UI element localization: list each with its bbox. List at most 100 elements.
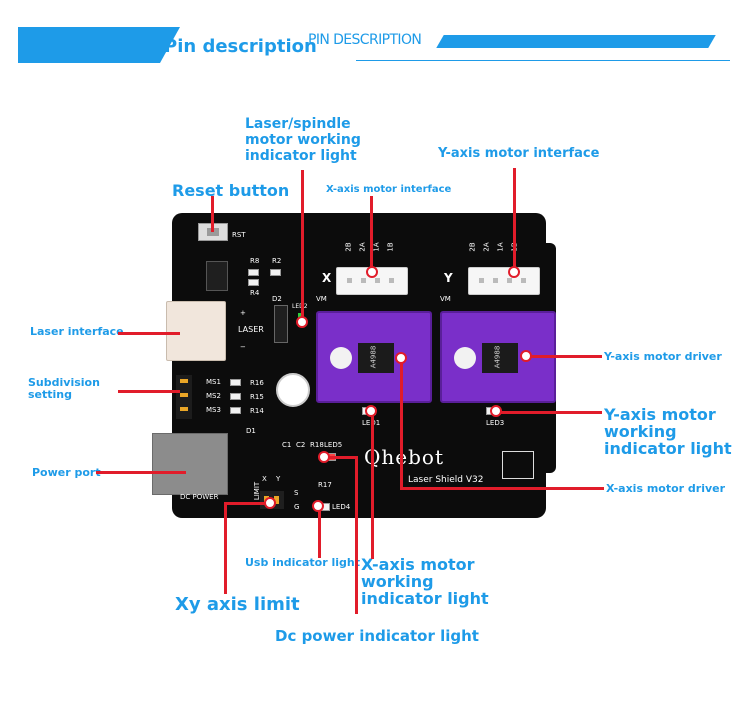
leader-laser-spindle [301,170,304,320]
silk-x: X [322,271,332,285]
silk-r17: R17 [318,481,332,489]
diode-d2 [274,305,288,343]
silk-limit-y: Y [276,475,281,483]
silk-ms3: MS3 [206,406,221,414]
page-title: Pin description [164,36,317,57]
silk-led3: LED3 [486,419,505,427]
label-x-axis-interface: X-axis motor interface [326,184,452,195]
leader-limit-v [224,502,227,594]
callout-dot [296,316,308,328]
silk-r4: R4 [250,289,260,297]
silk-y-1a: 1A [496,242,505,252]
silk-y-2a: 2A [482,242,491,252]
silk-led4: LED4 [332,503,351,511]
callout-dot [264,497,276,509]
silk-ms2: MS2 [206,392,221,400]
silk-chip-y: A4988 [493,345,502,369]
leader-power-port [96,471,186,474]
silk-c1: C1 [282,441,292,449]
silk-ms1: MS1 [206,378,221,386]
label-laser-interface: Laser interface [30,325,124,338]
leader-x-driver-v [400,358,403,490]
callout-dot [490,405,502,417]
callout-dot [508,266,520,278]
electrolytic-capacitor [276,373,310,407]
silk-r18: R18 [310,441,324,449]
silk-g: G [294,503,300,511]
silk-laser-plus: + [240,309,246,317]
resistor [230,393,241,400]
usb-icon [502,451,534,479]
silk-x-1a: 1A [372,242,381,252]
board-model: Laser Shield V32 [408,475,484,485]
callout-dot [312,500,324,512]
leader-dc-h [324,456,358,459]
leader-limit-h [224,502,272,505]
silk-s: S [294,489,299,497]
laser-shield-board: RST R8 R2 R4 + LASER − D2 LED2 MS1 MS2 M… [152,213,556,518]
leader-dc-v [355,456,358,614]
leader-x-driver-h [400,487,604,490]
leader-x-interface [370,196,373,272]
silk-laser-minus: − [240,343,246,351]
silk-x-1b: 1B [386,242,395,252]
silk-r2: R2 [272,257,282,265]
silk-r14: R14 [250,407,264,415]
leader-x-working [371,411,374,559]
label-laser-spindle: Laser/spindle motor working indicator li… [245,116,361,164]
y-motor-connector [468,267,540,295]
silk-y: Y [444,271,453,285]
label-y-axis-interface: Y-axis motor interface [438,146,600,161]
silk-d2: D2 [272,295,282,303]
laser-connector [166,301,226,361]
label-xy-limit: Xy axis limit [175,594,300,615]
callout-dot [520,350,532,362]
subdivision-jumpers [176,375,192,419]
silk-y-2b: 2B [468,242,477,252]
header-accent-bar-left [18,27,180,63]
leader-y-working [496,411,602,414]
label-y-axis-driver: Y-axis motor driver [604,350,722,363]
label-dc-power-indicator: Dc power indicator light [275,627,479,645]
label-x-axis-working: X-axis motor working indicator light [361,555,489,608]
label-power-port: Power port [32,466,101,479]
callout-dot [318,451,330,463]
label-reset-button: Reset button [172,181,290,200]
silk-vm-y: VM [440,295,451,303]
header-accent-bar-right [436,35,716,48]
leader-subdivision [118,390,180,393]
silk-rst: RST [232,231,246,239]
silk-led5: LED5 [324,441,343,449]
callout-dot [365,405,377,417]
silk-chip-x: A4988 [369,345,378,369]
silk-r8: R8 [250,257,260,265]
leader-y-interface [513,168,516,272]
silk-x-2a: 2A [358,242,367,252]
label-x-axis-driver: X-axis motor driver [606,482,726,495]
silk-dc-power: DC POWER [180,493,219,501]
callout-dot [366,266,378,278]
header-underline [356,60,730,61]
resistor [230,407,241,414]
page-subtitle: PIN DESCRIPTION [308,32,422,48]
resistor [230,379,241,386]
leader-y-driver [526,355,602,358]
label-subdivision: Subdivision setting [28,376,100,401]
label-usb-indicator: Usb indicator light [245,556,360,569]
resistor [270,269,281,276]
x-motor-driver-module: A4988 [316,311,432,403]
silk-vm-x: VM [316,295,327,303]
resistor [248,269,259,276]
dc-power-jack [152,433,228,495]
silk-d1: D1 [246,427,256,435]
resistor [248,279,259,286]
ic-chip [206,261,228,291]
silk-x-2b: 2B [344,242,353,252]
silk-laser: LASER [238,325,264,334]
silk-r15: R15 [250,393,264,401]
silk-limit: LIMIT [253,481,262,501]
board-logo: Qhebot [364,445,444,469]
silk-limit-x: X [262,475,267,483]
silk-r16: R16 [250,379,264,387]
label-y-axis-working: Y-axis motor working indicator light [604,405,732,458]
